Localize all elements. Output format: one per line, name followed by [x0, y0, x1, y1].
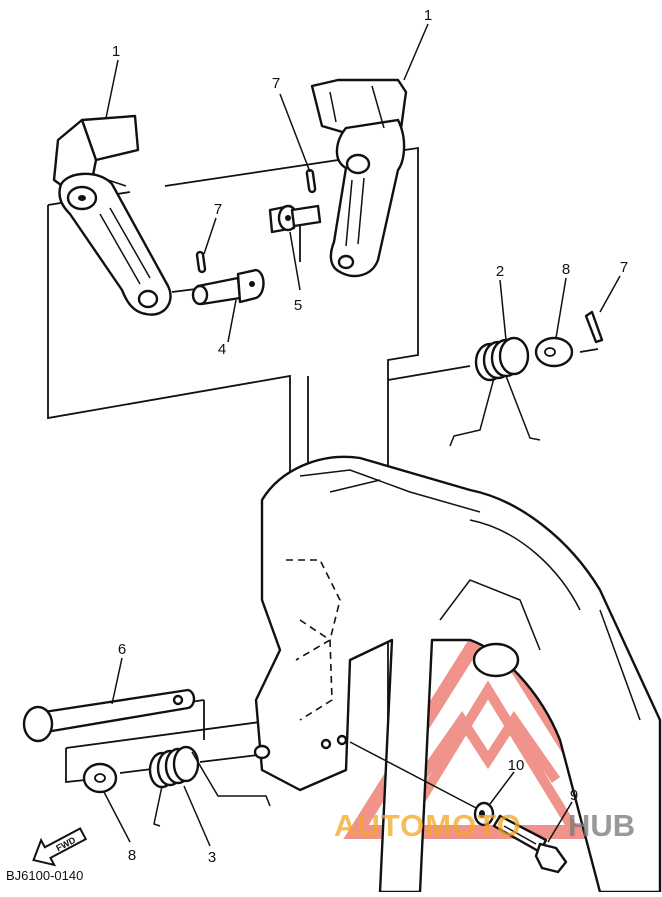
torsion-spring-3	[148, 745, 271, 827]
callout-7-left: 7	[214, 201, 222, 218]
torsion-spring-2	[449, 336, 541, 447]
drawing-code: BJ6100-0140	[6, 868, 83, 883]
fwd-arrow-icon: FWD	[32, 827, 88, 867]
pivot-shaft-6	[22, 688, 196, 743]
cotter-pin-7-middle	[305, 168, 317, 194]
watermark-text-orange: AUTOMOTO	[334, 808, 522, 843]
cotter-pin-7-right	[584, 310, 604, 344]
callout-labels: 1 1 7 7 5 4 2 8 7 6 10 9 8 3	[112, 7, 628, 866]
callout-3: 3	[208, 849, 216, 866]
right-footrest-bracket	[310, 78, 408, 278]
clevis-pin-4	[191, 268, 265, 306]
clevis-pin-5	[268, 204, 322, 234]
callout-6: 6	[118, 641, 126, 658]
callout-8-right: 8	[562, 261, 570, 278]
callout-10: 10	[508, 757, 525, 774]
bolt-9	[349, 741, 568, 874]
washer-8-left	[82, 762, 118, 794]
callout-9: 9	[570, 787, 578, 804]
washer-8-right	[534, 336, 574, 368]
callout-8-left: 8	[128, 847, 136, 864]
callout-1-left: 1	[112, 43, 120, 60]
cotter-pin-7-left	[195, 250, 207, 274]
callout-7-right: 7	[620, 259, 628, 276]
collar-10	[473, 801, 495, 827]
callout-2: 2	[496, 263, 504, 280]
callout-7-middle: 7	[272, 75, 280, 92]
left-footrest-bracket	[52, 114, 172, 316]
callout-1-right: 1	[424, 7, 432, 24]
callout-4: 4	[218, 341, 226, 358]
leader-lines	[103, 23, 621, 847]
watermark-text-gray: HUB	[568, 808, 635, 843]
callout-5: 5	[294, 297, 302, 314]
watermark-text: AUTOMOTO HUB	[334, 808, 635, 843]
